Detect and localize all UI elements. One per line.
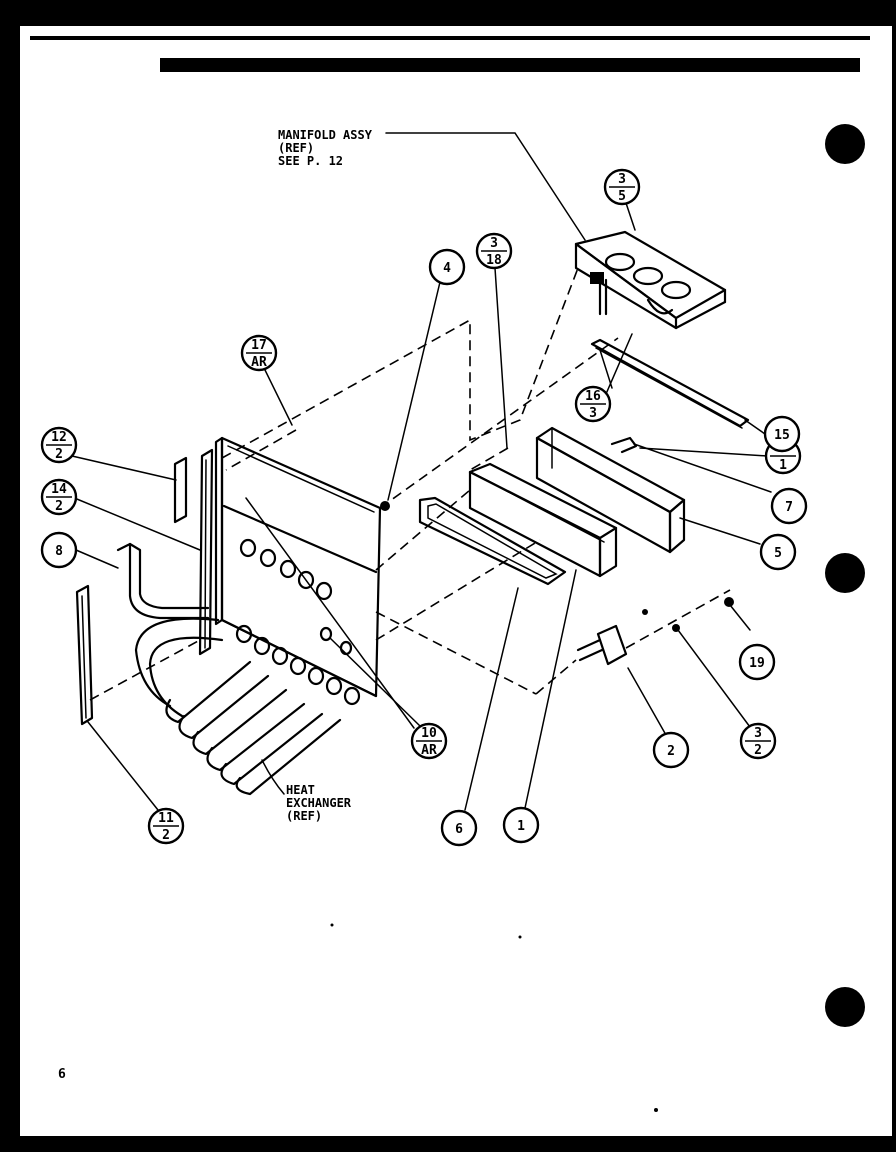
heat-exchanger-note-line-1: HEAT bbox=[286, 783, 315, 797]
callout-3-2: 3 2 bbox=[739, 722, 777, 760]
gasket-part-6 bbox=[418, 496, 567, 586]
svg-text:7: 7 bbox=[785, 500, 793, 515]
svg-text:11: 11 bbox=[158, 811, 174, 826]
callout-6: 6 bbox=[440, 809, 478, 847]
callout-3-18: 3 18 bbox=[475, 232, 513, 270]
heat-exchanger-note: HEAT EXCHANGER (REF) bbox=[286, 783, 352, 823]
svg-text:2: 2 bbox=[55, 499, 63, 514]
callout-14-2: 14 2 bbox=[40, 478, 78, 516]
heat-exchanger-tubes bbox=[165, 660, 342, 796]
svg-text:2: 2 bbox=[667, 744, 675, 759]
callout-15: 15 bbox=[763, 415, 801, 453]
svg-text:6: 6 bbox=[455, 822, 463, 837]
panel-ports-upper bbox=[239, 538, 333, 601]
binder-hole-top bbox=[825, 124, 865, 164]
svg-text:4: 4 bbox=[443, 261, 451, 276]
paper-sheet bbox=[20, 26, 892, 1136]
callout-17-ar: 17 AR bbox=[240, 334, 278, 372]
svg-text:3: 3 bbox=[618, 172, 626, 187]
scan-edge-band bbox=[160, 58, 860, 72]
strip-part-14 bbox=[198, 448, 214, 656]
box-part-5 bbox=[535, 426, 686, 554]
callout-8: 8 bbox=[40, 531, 78, 569]
svg-text:3: 3 bbox=[490, 236, 498, 251]
manifold-note-line-2: (REF) bbox=[278, 141, 314, 155]
heat-exchanger bbox=[134, 617, 378, 796]
heat-exchanger-note-line-2: EXCHANGER bbox=[286, 796, 352, 810]
heat-exchanger-note-line-3: (REF) bbox=[286, 809, 322, 823]
callout-12-2: 12 2 bbox=[40, 426, 78, 464]
callout-10-ar: 10 AR bbox=[410, 722, 448, 760]
svg-text:2: 2 bbox=[754, 743, 762, 758]
callout-3-5: 3 5 bbox=[603, 168, 641, 206]
callout-7: 7 bbox=[770, 487, 808, 525]
callout-5: 5 bbox=[759, 533, 797, 571]
callout-19: 19 bbox=[738, 643, 776, 681]
svg-text:12: 12 bbox=[51, 430, 67, 445]
main-panel-assembly bbox=[214, 436, 390, 706]
shield-part-1 bbox=[468, 462, 618, 578]
explode-lines bbox=[89, 267, 731, 701]
svg-text:AR: AR bbox=[421, 743, 437, 758]
svg-text:2: 2 bbox=[55, 447, 63, 462]
svg-text:16: 16 bbox=[585, 389, 601, 404]
tube-part-8 bbox=[116, 542, 210, 620]
svg-text:5: 5 bbox=[774, 546, 782, 561]
svg-text:AR: AR bbox=[251, 355, 267, 370]
callout-11-2: 11 2 bbox=[147, 807, 185, 845]
svg-text:3: 3 bbox=[754, 726, 762, 741]
svg-text:3: 3 bbox=[589, 406, 597, 421]
svg-text:5: 5 bbox=[618, 189, 626, 204]
svg-text:10: 10 bbox=[421, 726, 437, 741]
leader-lines bbox=[71, 199, 772, 811]
strip-part-11 bbox=[75, 584, 94, 726]
svg-text:19: 19 bbox=[749, 656, 765, 671]
svg-text:8: 8 bbox=[55, 544, 63, 559]
manifold-note: MANIFOLD ASSY (REF) SEE P. 12 bbox=[278, 128, 586, 241]
svg-text:14: 14 bbox=[51, 482, 67, 497]
svg-text:15: 15 bbox=[774, 428, 790, 443]
callout-16-3: 16 3 bbox=[574, 385, 612, 423]
scan-edge-line bbox=[30, 36, 870, 40]
manifold-leader bbox=[385, 132, 586, 241]
strip-part-12 bbox=[173, 456, 188, 524]
svg-text:2: 2 bbox=[162, 828, 170, 843]
bracket-part-7 bbox=[610, 436, 638, 454]
binder-hole-bottom bbox=[825, 987, 865, 1027]
svg-text:1: 1 bbox=[779, 458, 787, 473]
callout-4: 4 bbox=[428, 248, 466, 286]
manifold-assembly bbox=[574, 230, 727, 330]
callout-1: 1 bbox=[502, 806, 540, 844]
svg-text:17: 17 bbox=[251, 338, 267, 353]
svg-text:18: 18 bbox=[486, 253, 502, 268]
callout-2: 2 bbox=[652, 731, 690, 769]
page-number: 6 bbox=[58, 1067, 66, 1082]
manifold-note-line-3: SEE P. 12 bbox=[278, 154, 343, 168]
panel-ports-lower bbox=[235, 624, 361, 706]
burner-bar-part-15 bbox=[590, 338, 750, 429]
binder-hole-middle bbox=[825, 553, 865, 593]
manifold-note-line-1: MANIFOLD ASSY bbox=[278, 128, 373, 142]
svg-text:1: 1 bbox=[517, 819, 525, 834]
